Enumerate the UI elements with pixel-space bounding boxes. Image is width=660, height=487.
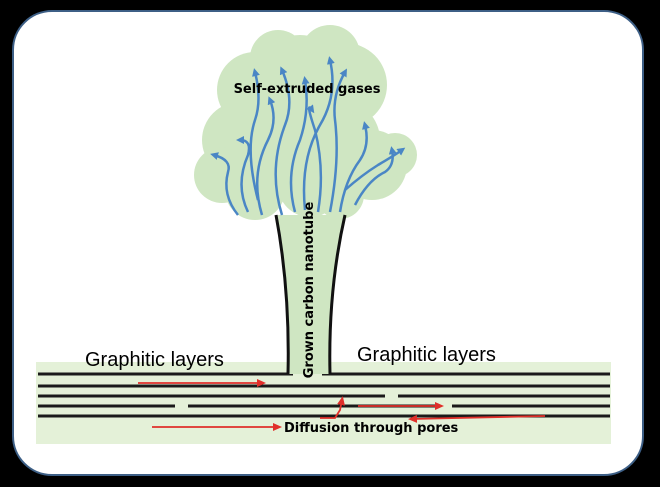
diffusion-arrows <box>138 379 546 431</box>
diffusion-arrow <box>408 414 546 423</box>
graphitic-layers-right-label: Graphitic layers <box>357 344 496 366</box>
diffusion-label: Diffusion through pores <box>284 421 459 436</box>
carbon-nanotube <box>274 214 347 375</box>
graphitic-layers-left-label: Graphitic layers <box>85 349 224 371</box>
gas-flow-arrows <box>210 56 406 216</box>
nanotube-label: Grown carbon nanotube <box>302 202 317 379</box>
graphitic-layer-band <box>36 362 611 444</box>
diffusion-arrow <box>320 396 345 419</box>
gases-label: Self-extruded gases <box>234 82 381 97</box>
